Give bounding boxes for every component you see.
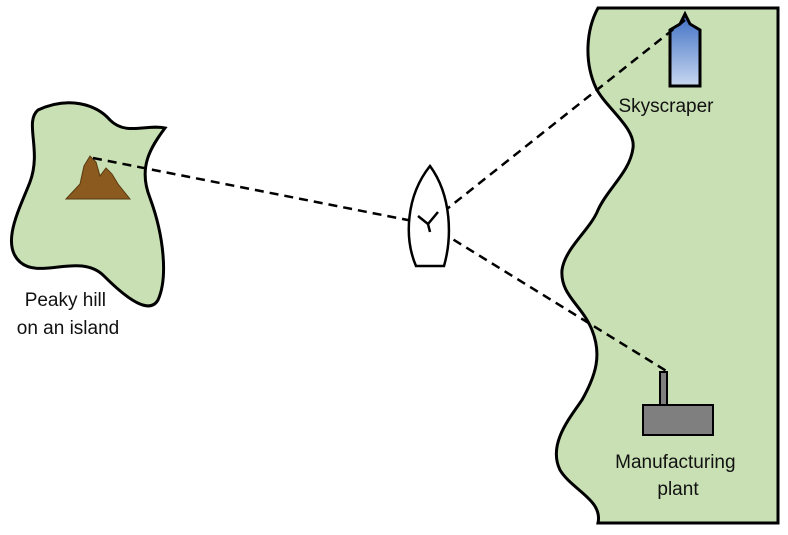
plant-label-line-1: Manufacturing <box>615 452 735 473</box>
island-label: Peaky hill on an island <box>17 290 119 339</box>
bearing-line-plant <box>427 222 669 374</box>
hill-icon <box>64 155 132 200</box>
island-label-line-2: on an island <box>17 318 119 339</box>
factory-icon <box>642 371 714 436</box>
plant-label: Manufacturing plant <box>615 452 741 500</box>
bearing-line-hill <box>92 156 429 226</box>
island <box>9 101 168 308</box>
plant-label-line-2: plant <box>657 479 699 500</box>
island-label-line-1: Peaky hill <box>25 290 106 311</box>
skyscraper-label: Skyscraper <box>618 96 714 117</box>
bearing-line-skyscraper <box>427 19 686 225</box>
boat-icon <box>407 163 451 268</box>
mainland <box>554 6 780 525</box>
